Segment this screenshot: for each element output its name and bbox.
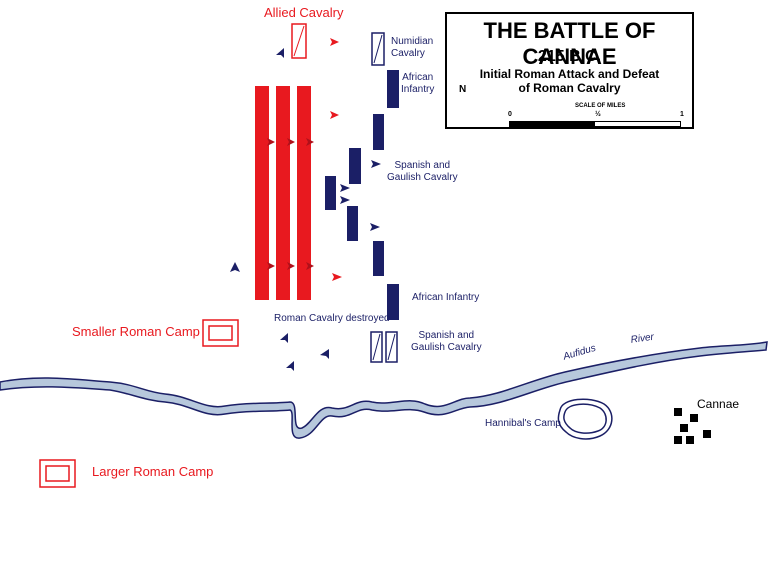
map-title: THE BATTLE OF CANNAE: [483, 18, 656, 69]
spanish-gaulish-bottom-line1: Spanish and: [418, 330, 475, 341]
african-infantry-top-line1: African: [402, 72, 434, 83]
larger-roman-camp-label: Larger Roman Camp: [92, 464, 214, 479]
scale-label: SCALE OF MILES: [575, 103, 626, 109]
hannibals-camp: [557, 398, 613, 440]
red-arrows: [330, 38, 342, 281]
cannae-label: Cannae: [697, 397, 740, 411]
spanish-gaulish-bottom-line2: Gaulish Cavalry: [411, 341, 482, 353]
african-infantry-top-label: African Infantry: [401, 72, 434, 95]
african-infantry-top-line2: Infantry: [401, 83, 435, 95]
scale-tick-1: 1: [680, 111, 684, 118]
roman-legion-2: [276, 86, 290, 300]
hannibals-camp-label: Hannibal's Camp: [485, 418, 561, 429]
map-subtitle: Initial Roman Attack and Defeat of Roman…: [447, 67, 692, 95]
carthaginian-units: [325, 70, 399, 320]
map-subtitle-line1: Initial Roman Attack and Defeat: [479, 67, 660, 81]
map-year: 215 B.C.: [537, 48, 602, 65]
larger-roman-camp: [39, 459, 76, 488]
roman-legion-1: [255, 86, 269, 300]
roman-cavalry-destroyed-label: Roman Cavalry destroyed: [274, 313, 390, 324]
title-box: THE BATTLE OF CANNAE 215 B.C. Initial Ro…: [445, 12, 694, 129]
african-infantry-bottom-label: African Infantry: [412, 292, 480, 303]
aufidus-river: [0, 341, 768, 439]
smaller-roman-camp-label: Smaller Roman Camp: [72, 324, 200, 339]
scale-bar: [509, 121, 681, 127]
numidian-cavalry-label-line1: Numidian: [391, 36, 434, 47]
scale-tick-half: ½: [595, 111, 601, 118]
allied-cavalry-unit: [291, 23, 307, 59]
numidian-cavalry-label: Numidian Cavalry: [391, 36, 433, 59]
smaller-roman-camp: [202, 319, 239, 347]
roman-advance-arrows: [267, 138, 314, 270]
allied-cavalry-label: Allied Cavalry: [264, 5, 344, 20]
cannae-town: [674, 408, 711, 444]
scale-tick-0: 0: [508, 111, 512, 118]
spanish-gaulish-bottom-label: Spanish and Gaulish Cavalry: [411, 330, 482, 353]
numidian-cavalry-label-line2: Cavalry: [391, 47, 425, 59]
north-label: N: [459, 84, 467, 95]
spanish-gaulish-top-line1: Spanish and: [394, 160, 451, 171]
numidian-cavalry-unit: [371, 32, 385, 66]
spanish-gaulish-cavalry-units: [370, 331, 398, 363]
spanish-gaulish-top-label: Spanish and Gaulish Cavalry: [387, 160, 458, 183]
map-subtitle-line2: of Roman Cavalry: [518, 81, 621, 95]
spanish-gaulish-top-line2: Gaulish Cavalry: [387, 171, 458, 183]
